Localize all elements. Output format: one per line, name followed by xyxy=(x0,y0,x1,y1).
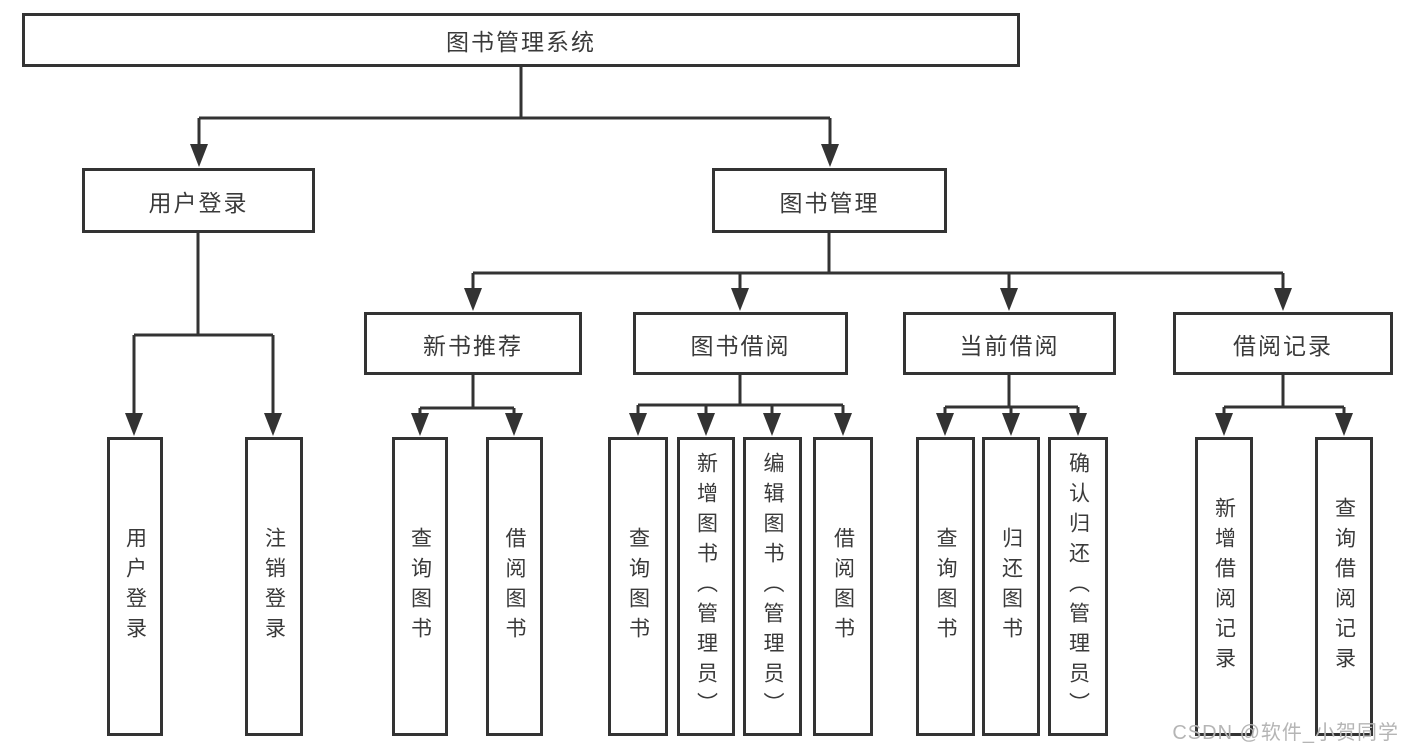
leaf-borrow-books-1: 借阅图书 xyxy=(486,437,543,736)
arrow-down-icon xyxy=(264,413,282,436)
node-book-borrow-label: 图书借阅 xyxy=(690,332,791,359)
edge-current-borrow-to-leaves xyxy=(943,375,1080,413)
edge-new-book-to-leaves xyxy=(418,375,516,413)
arrow-down-icon xyxy=(1002,413,1020,436)
arrow-down-icon xyxy=(1215,413,1233,436)
arrow-down-icon xyxy=(936,413,954,436)
leaf-add-books-admin-label: 新增图书（管理员） xyxy=(694,451,718,722)
arrow-down-icon xyxy=(464,288,482,311)
leaf-query-books-1-label: 查询图书 xyxy=(408,526,432,647)
node-user-login: 用户登录 xyxy=(82,168,315,233)
arrow-down-icon xyxy=(125,413,143,436)
arrow-down-icon xyxy=(1000,288,1018,311)
node-borrow-records: 借阅记录 xyxy=(1173,312,1393,375)
leaf-logout-label: 注销登录 xyxy=(262,526,286,647)
node-borrow-records-label: 借阅记录 xyxy=(1233,332,1333,359)
node-book-borrow: 图书借阅 xyxy=(633,312,848,375)
leaf-query-books-2-label: 查询图书 xyxy=(626,526,650,647)
leaf-add-borrow-record-label: 新增借阅记录 xyxy=(1212,496,1236,677)
edge-book-management-to-level3 xyxy=(471,233,1285,288)
node-current-borrow: 当前借阅 xyxy=(903,312,1116,375)
leaf-add-books-admin: 新增图书（管理员） xyxy=(677,437,735,736)
node-root-label: 图书管理系统 xyxy=(446,29,596,55)
edge-root-to-level2 xyxy=(197,67,832,144)
leaf-query-borrow-record: 查询借阅记录 xyxy=(1315,437,1373,736)
edge-user-login-to-leaves xyxy=(132,233,275,413)
node-root: 图书管理系统 xyxy=(22,13,1020,67)
leaf-borrow-books-2-label: 借阅图书 xyxy=(831,526,855,647)
leaf-edit-books-admin: 编辑图书（管理员） xyxy=(743,437,802,736)
arrow-down-icon xyxy=(834,413,852,436)
leaf-query-books-2: 查询图书 xyxy=(608,437,668,736)
node-book-management-label: 图书管理 xyxy=(779,189,880,216)
leaf-borrow-books-2: 借阅图书 xyxy=(813,437,873,736)
arrow-down-icon xyxy=(697,413,715,436)
leaf-return-books: 归还图书 xyxy=(982,437,1040,736)
leaf-confirm-return-admin: 确认归还（管理员） xyxy=(1048,437,1108,736)
node-book-management: 图书管理 xyxy=(712,168,947,233)
edge-borrow-records-to-leaves xyxy=(1222,375,1346,413)
leaf-add-borrow-record: 新增借阅记录 xyxy=(1195,437,1253,736)
edge-book-borrow-to-leaves xyxy=(636,375,845,413)
arrow-down-icon xyxy=(411,413,429,436)
leaf-confirm-return-admin-label: 确认归还（管理员） xyxy=(1066,451,1090,722)
leaf-return-books-label: 归还图书 xyxy=(999,526,1023,647)
leaf-user-login-label: 用户登录 xyxy=(123,526,147,647)
arrow-down-icon xyxy=(763,413,781,436)
leaf-edit-books-admin-label: 编辑图书（管理员） xyxy=(761,451,784,722)
csdn-watermark: CSDN @软件_小贺同学 xyxy=(1172,722,1399,744)
leaf-query-borrow-record-label: 查询借阅记录 xyxy=(1332,496,1356,677)
node-current-borrow-label: 当前借阅 xyxy=(959,332,1060,359)
leaf-borrow-books-1-label: 借阅图书 xyxy=(503,526,526,647)
node-new-book-recommend: 新书推荐 xyxy=(364,312,582,375)
arrow-down-icon xyxy=(1274,288,1292,311)
arrow-down-icon xyxy=(505,413,523,436)
arrow-down-icon xyxy=(731,288,749,311)
arrow-down-icon xyxy=(629,413,647,436)
leaf-user-login: 用户登录 xyxy=(107,437,163,736)
arrow-down-icon xyxy=(821,144,839,167)
leaf-query-books-1: 查询图书 xyxy=(392,437,448,736)
arrow-down-icon xyxy=(190,144,208,167)
arrowheads xyxy=(125,144,1353,436)
leaf-query-books-3: 查询图书 xyxy=(916,437,975,736)
arrow-down-icon xyxy=(1069,413,1087,436)
node-user-login-label: 用户登录 xyxy=(148,189,249,216)
leaf-logout: 注销登录 xyxy=(245,437,303,736)
leaf-query-books-3-label: 查询图书 xyxy=(934,526,957,647)
arrow-down-icon xyxy=(1335,413,1353,436)
node-new-book-recommend-label: 新书推荐 xyxy=(423,332,523,359)
